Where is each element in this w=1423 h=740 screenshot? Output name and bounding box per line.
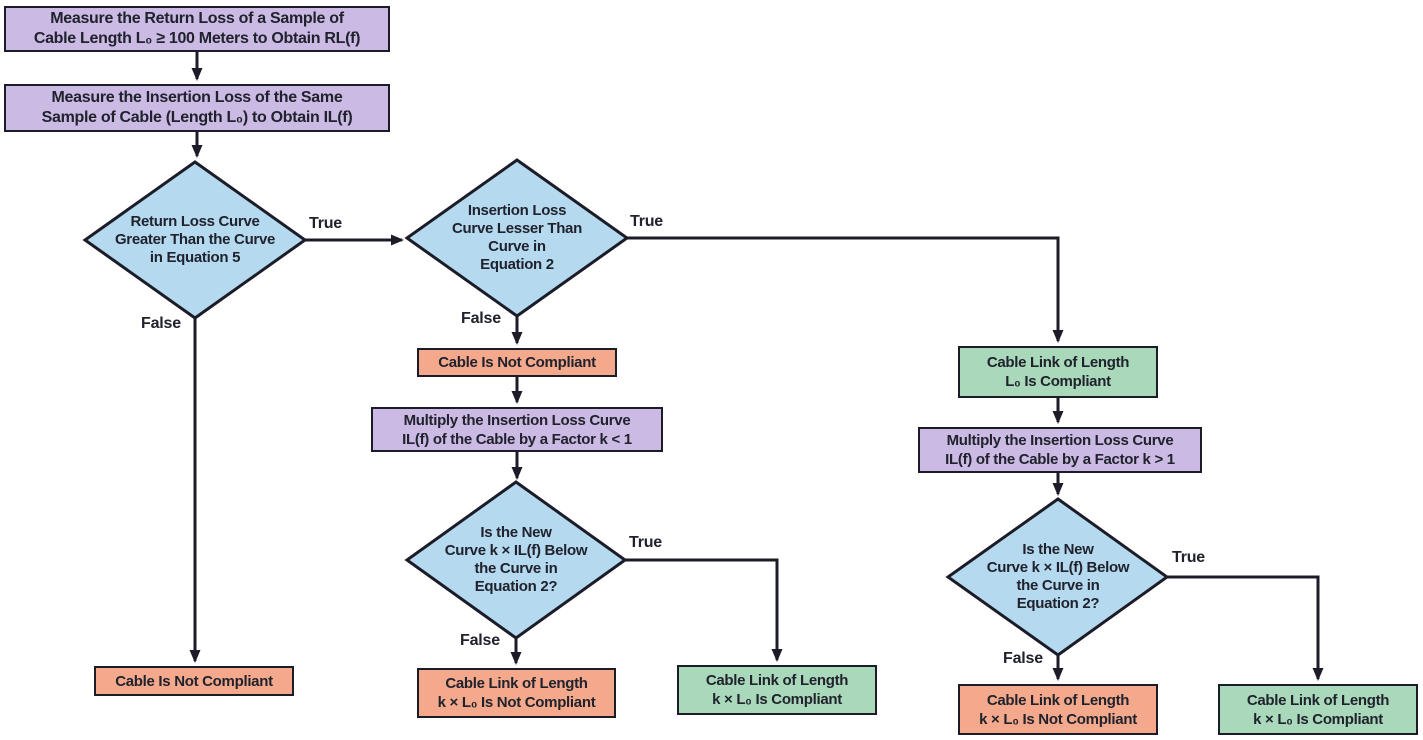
node-cable-not-compliant-bottom-left: Cable Is Not Compliant <box>94 666 294 696</box>
decision-new-curve-left-shape <box>404 480 628 640</box>
edge-label-d2-false: False <box>461 310 501 327</box>
decision-return-loss-shape <box>82 160 308 320</box>
decision-new-curve-left-label: Is the New Curve k × IL(f) Below the Cur… <box>444 524 588 595</box>
edge-label-d2-true: True <box>630 213 663 230</box>
edge-label-d3-false: False <box>460 632 500 649</box>
edge-label-d1-true: True <box>309 215 342 232</box>
edge-label-d1-false: False <box>141 315 181 332</box>
node-multiply-factor-k-lt-1: Multiply the Insertion Loss Curve IL(f) … <box>371 407 663 452</box>
edge-label-d4-true: True <box>1172 549 1205 566</box>
node-link-not-compliant-right: Cable Link of Length k × L₀ Is Not Compl… <box>958 684 1158 735</box>
edge-label-d4-false: False <box>1003 650 1043 667</box>
decision-new-curve-right-shape <box>945 497 1170 657</box>
node-cable-not-compliant-mid: Cable Is Not Compliant <box>417 348 617 377</box>
decision-insertion-loss-label: Insertion Loss Curve Lesser Than Curve i… <box>452 202 582 273</box>
decision-return-loss-label: Return Loss Curve Greater Than the Curve… <box>114 213 276 266</box>
decision-insertion-loss-shape <box>404 158 630 318</box>
edge-d3-true <box>625 558 783 662</box>
edge-d2-true <box>627 236 1064 343</box>
edge-label-d3-true: True <box>629 534 662 551</box>
edge-d4-true <box>1167 575 1324 681</box>
node-link-compliant-right: Cable Link of Length k × L₀ Is Compliant <box>1218 684 1418 735</box>
node-link-compliant-l0: Cable Link of Length L₀ Is Compliant <box>958 346 1158 398</box>
node-multiply-factor-k-gt-1: Multiply the Insertion Loss Curve IL(f) … <box>918 427 1202 473</box>
node-link-not-compliant-mid: Cable Link of Length k × L₀ Is Not Compl… <box>417 668 616 718</box>
node-link-compliant-mid: Cable Link of Length k × L₀ Is Compliant <box>677 665 877 715</box>
decision-new-curve-right-label: Is the New Curve k × IL(f) Below the Cur… <box>986 541 1130 612</box>
node-measure-return-loss: Measure the Return Loss of a Sample of C… <box>4 6 390 52</box>
node-measure-insertion-loss: Measure the Insertion Loss of the Same S… <box>4 84 390 132</box>
